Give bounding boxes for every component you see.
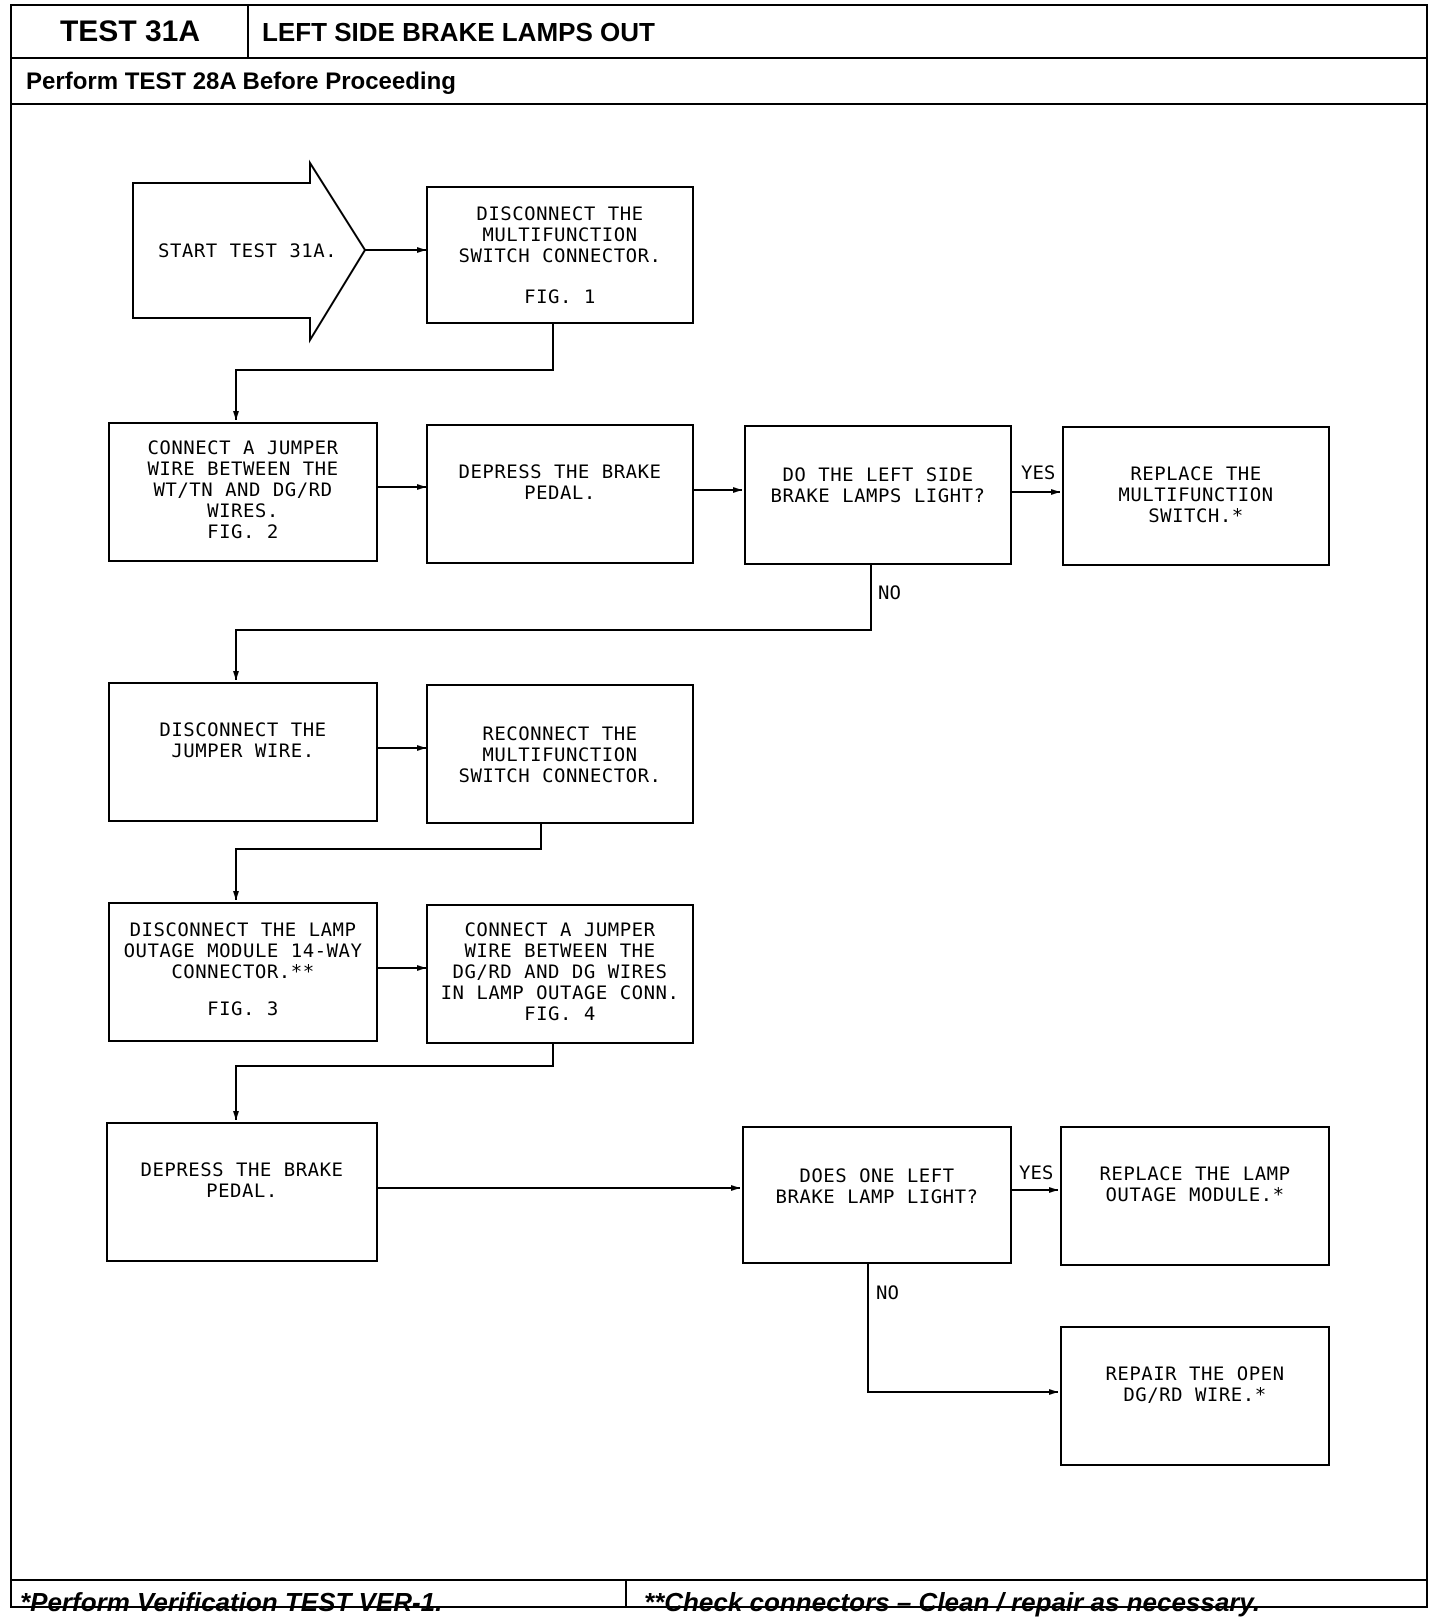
edge-no-disconnect-jumper (233, 565, 872, 680)
step-reconnect-mfs-text: RECONNECT THE MULTIFUNCTION SWITCH CONNE… (458, 723, 662, 787)
page-frame (10, 4, 1428, 1608)
step-connect-jumper-lom: CONNECT A JUMPER WIRE BETWEEN THE DG/RD … (426, 904, 694, 1044)
step-depress-pedal-2: DEPRESS THE BRAKE PEDAL. (106, 1122, 378, 1262)
step-reconnect-mfs: RECONNECT THE MULTIFUNCTION SWITCH CONNE… (426, 684, 694, 824)
footer-note-verification: *Perform Verification TEST VER-1. (20, 1586, 443, 1617)
edge-label-yes-1: YES (1021, 462, 1056, 484)
step-depress-pedal-1: DEPRESS THE BRAKE PEDAL. (426, 424, 694, 564)
step-connect-jumper-lom-text: CONNECT A JUMPER WIRE BETWEEN THE DG/RD … (440, 919, 680, 1025)
edge-reconnect-to-lom (233, 822, 542, 900)
step-disconnect-lom-fig: FIG. 3 (207, 998, 279, 1020)
decision-one-lamp-light: DOES ONE LEFT BRAKE LAMP LIGHT? (742, 1126, 1012, 1264)
step-disconnect-jumper: DISCONNECT THE JUMPER WIRE. (108, 682, 378, 822)
decision-left-lamps-light-text: DO THE LEFT SIDE BRAKE LAMPS LIGHT? (770, 464, 986, 507)
step-connect-jumper-text: CONNECT A JUMPER WIRE BETWEEN THE WT/TN … (147, 437, 339, 543)
decision-left-lamps-light: DO THE LEFT SIDE BRAKE LAMPS LIGHT? (744, 425, 1012, 565)
edge-label-no-2: NO (876, 1282, 899, 1304)
decision-one-lamp-light-text: DOES ONE LEFT BRAKE LAMP LIGHT? (775, 1165, 979, 1208)
start-arrow-shape (132, 159, 367, 344)
action-repair-wire-text: REPAIR THE OPEN DG/RD WIRE.* (1105, 1363, 1285, 1406)
test-title: LEFT SIDE BRAKE LAMPS OUT (262, 16, 655, 47)
prerequisite-note: Perform TEST 28A Before Proceeding (26, 68, 456, 95)
step-disconnect-mfs-fig: FIG. 1 (524, 286, 596, 308)
start-label: START TEST 31A. (158, 240, 338, 262)
step-disconnect-jumper-text: DISCONNECT THE JUMPER WIRE. (159, 719, 327, 762)
edge-disconnect-to-jumper (233, 323, 554, 420)
footer-note-connectors: **Check connectors – Clean / repair as n… (644, 1586, 1261, 1617)
test-id: TEST 31A (59, 15, 201, 48)
edge-jumper-lom-to-depress (233, 1037, 554, 1120)
step-disconnect-lom-text: DISCONNECT THE LAMP OUTAGE MODULE 14-WAY… (123, 919, 363, 983)
action-replace-mfs: REPLACE THE MULTIFUNCTION SWITCH.* (1062, 426, 1330, 566)
edge-no-repair-wire (867, 1262, 1058, 1395)
edge-label-yes-2: YES (1019, 1162, 1054, 1184)
step-depress-pedal-2-text: DEPRESS THE BRAKE PEDAL. (140, 1159, 344, 1202)
edge-label-no-1: NO (878, 582, 901, 604)
step-disconnect-lom: DISCONNECT THE LAMP OUTAGE MODULE 14-WAY… (108, 902, 378, 1042)
step-connect-jumper: CONNECT A JUMPER WIRE BETWEEN THE WT/TN … (108, 422, 378, 562)
action-replace-lom: REPLACE THE LAMP OUTAGE MODULE.* (1060, 1126, 1330, 1266)
step-depress-pedal-1-text: DEPRESS THE BRAKE PEDAL. (458, 461, 662, 504)
action-replace-lom-text: REPLACE THE LAMP OUTAGE MODULE.* (1099, 1163, 1291, 1206)
action-repair-wire: REPAIR THE OPEN DG/RD WIRE.* (1060, 1326, 1330, 1466)
action-replace-mfs-text: REPLACE THE MULTIFUNCTION SWITCH.* (1118, 463, 1274, 527)
step-disconnect-mfs: DISCONNECT THE MULTIFUNCTION SWITCH CONN… (426, 186, 694, 324)
step-disconnect-mfs-text: DISCONNECT THE MULTIFUNCTION SWITCH CONN… (458, 203, 662, 267)
